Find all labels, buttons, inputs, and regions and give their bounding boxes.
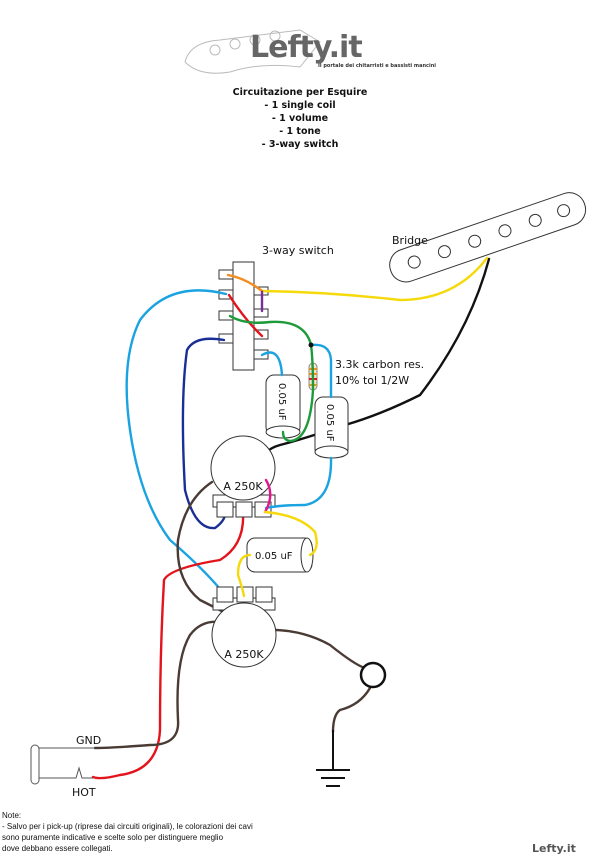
hot-label: HOT <box>72 786 96 799</box>
capacitor-2: 0.05 uF <box>314 396 349 459</box>
bridge-pickup <box>389 192 587 283</box>
wire-yellow-pot <box>236 553 252 598</box>
note-heading: Note: <box>2 811 22 820</box>
cap1-label: 0.05 uF <box>276 383 287 421</box>
title-line: - 1 tone <box>279 126 321 137</box>
cap3-label: 0.05 uF <box>255 551 293 562</box>
footer-logo: Lefty.it <box>532 842 576 855</box>
wire-magenta <box>263 478 272 514</box>
note-line: - Salvo per i pick-up (riprese dai circu… <box>2 822 253 831</box>
wire-black <box>256 257 491 468</box>
wire-brown-jack <box>260 628 367 670</box>
volume-pot: A 250K <box>211 586 277 668</box>
logo: Lefty.it Il portale dei chitarristi e ba… <box>180 22 480 82</box>
cap2-label: 0.05 uF <box>324 404 335 442</box>
wire-darkblue <box>181 337 227 530</box>
wire-red-hot <box>91 510 245 780</box>
wire-lightblue-cap2 <box>309 343 333 399</box>
wire-lightblue-pot <box>264 456 333 510</box>
title-line: - 1 volume <box>271 113 329 124</box>
note-line: sono puramente indicative e scelte solo … <box>2 833 224 842</box>
headstock-icon <box>184 29 321 74</box>
resistor-label-1: 3.3k carbon res. <box>335 358 424 371</box>
wire-lightblue-cap1 <box>260 351 284 377</box>
jack-icon <box>359 661 387 689</box>
wire-yellow-cap3 <box>263 510 318 557</box>
pickup-label: Bridge <box>392 234 428 247</box>
wire-lightblue-long <box>125 289 228 597</box>
tone-pot: A 250K <box>210 435 276 518</box>
wire-orange <box>226 273 264 293</box>
ground-icon <box>316 730 350 787</box>
capacitor-1: 0.05 uF <box>265 374 301 439</box>
resistor-label-2: 10% tol 1/2W <box>335 374 409 387</box>
wire-brown-ground <box>331 686 372 734</box>
wire-brown-gnd <box>93 620 235 750</box>
title-line: - 1 single coil <box>264 100 336 111</box>
capacitor-3: 0.05 uF <box>246 537 314 573</box>
switch-label: 3-way switch <box>262 244 334 257</box>
jack-plug-icon <box>30 744 95 785</box>
wire-green <box>228 314 315 443</box>
note: Note: - Salvo per i pick-up (riprese dai… <box>2 810 253 854</box>
logo-tagline: Il portale dei chitarristi e bassisti ma… <box>318 63 436 69</box>
volume-pot-label: A 250K <box>224 648 264 661</box>
title-heading: Circuitazione per Esquire <box>232 87 368 98</box>
logo-brand: Lefty.it <box>250 30 363 65</box>
wire-yellow-pickup <box>260 256 489 302</box>
wire-red-short <box>227 293 264 338</box>
diagram-title: Circuitazione per Esquire - 1 single coi… <box>200 86 400 151</box>
note-line: dove debbano essere collegati. <box>2 844 113 853</box>
junction-dot <box>308 342 314 348</box>
gnd-label: GND <box>76 734 101 747</box>
title-line: - 3-way switch <box>261 139 339 150</box>
tone-pot-label: A 250K <box>223 480 263 493</box>
